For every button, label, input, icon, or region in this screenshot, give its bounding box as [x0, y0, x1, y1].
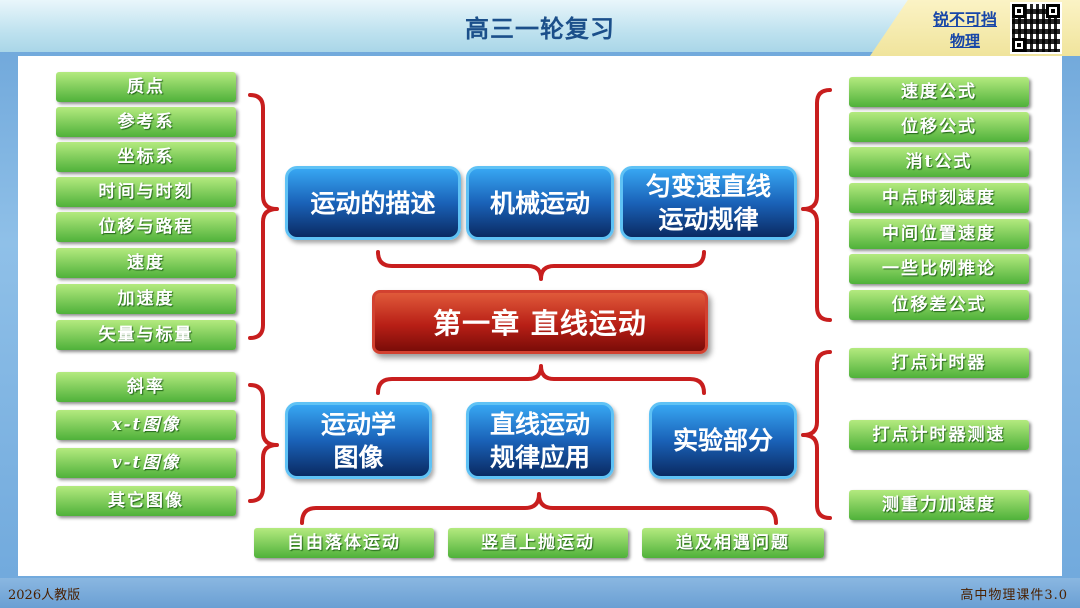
item-dadian-jishiqi[interactable]: 打点计时器	[849, 348, 1029, 378]
qr-code-icon	[1010, 2, 1062, 54]
item-zhidian[interactable]: 质点	[56, 72, 236, 102]
brace-top-topics	[376, 250, 706, 281]
brand-line-1: 锐不可挡	[932, 10, 997, 29]
item-shiliang-biaoliang[interactable]: 矢量与标量	[56, 320, 236, 350]
item-shuzhi-shangpao[interactable]: 竖直上抛运动	[448, 528, 628, 558]
item-zuobiaoxi[interactable]: 坐标系	[56, 142, 236, 172]
brace-left-top	[248, 93, 279, 340]
footer-courseware: 高中物理课件3.0	[960, 588, 1068, 603]
chapter-title-box[interactable]: 第一章 直线运动	[372, 290, 708, 354]
item-zhongjian-weizhi-sudu[interactable]: 中间位置速度	[849, 219, 1029, 249]
item-ziyou-luoti[interactable]: 自由落体运动	[254, 528, 434, 558]
item-zhiji-xiangyu[interactable]: 追及相遇问题	[642, 528, 824, 558]
topic-zhixian-guilv-yingyong[interactable]: 直线运动 规律应用	[466, 402, 614, 479]
topic-jixie-yundong[interactable]: 机械运动	[466, 166, 614, 240]
item-vt-graph[interactable]: v-t图像	[56, 448, 236, 478]
item-jiasudu[interactable]: 加速度	[56, 284, 236, 314]
footer-bar: 2026人教版 高中物理课件3.0	[0, 578, 1080, 608]
topic-yunbiansu-guilv[interactable]: 匀变速直线 运动规律	[620, 166, 797, 240]
item-shijian-shike[interactable]: 时间与时刻	[56, 177, 236, 207]
item-bili-tuilun[interactable]: 一些比例推论	[849, 254, 1029, 284]
brace-right-bottom	[801, 350, 832, 520]
item-weiyicha-gongshi[interactable]: 位移差公式	[849, 290, 1029, 320]
item-sudu[interactable]: 速度	[56, 248, 236, 278]
brace-bottom-items	[300, 492, 778, 525]
item-cankaoxi[interactable]: 参考系	[56, 107, 236, 137]
item-xielv[interactable]: 斜率	[56, 372, 236, 402]
brace-right-top	[801, 88, 832, 322]
topic-yundong-miaoshu[interactable]: 运动的描述	[285, 166, 461, 240]
topic-shiyan-bufen[interactable]: 实验部分	[649, 402, 797, 479]
brand-line-2: 物理	[949, 32, 980, 50]
item-xiao-t-gongshi[interactable]: 消t公式	[849, 147, 1029, 177]
item-weiyi-gongshi[interactable]: 位移公式	[849, 112, 1029, 142]
brace-left-bottom	[248, 383, 279, 503]
item-other-graph[interactable]: 其它图像	[56, 486, 236, 516]
brace-bottom-topics	[376, 364, 706, 395]
item-xt-graph[interactable]: x-t图像	[56, 410, 236, 440]
item-zhongdian-shike-sudu[interactable]: 中点时刻速度	[849, 183, 1029, 213]
item-ce-zhongli-jiasudu[interactable]: 测重力加速度	[849, 490, 1029, 520]
topic-yundongxue-tuxiang[interactable]: 运动学 图像	[285, 402, 432, 479]
item-sudu-gongshi[interactable]: 速度公式	[849, 77, 1029, 107]
footer-edition: 2026人教版	[8, 588, 81, 603]
page-title: 高三一轮复习	[465, 15, 615, 43]
item-weiyi-lucheng[interactable]: 位移与路程	[56, 212, 236, 242]
item-dadian-jishiqi-cesu[interactable]: 打点计时器测速	[849, 420, 1029, 450]
